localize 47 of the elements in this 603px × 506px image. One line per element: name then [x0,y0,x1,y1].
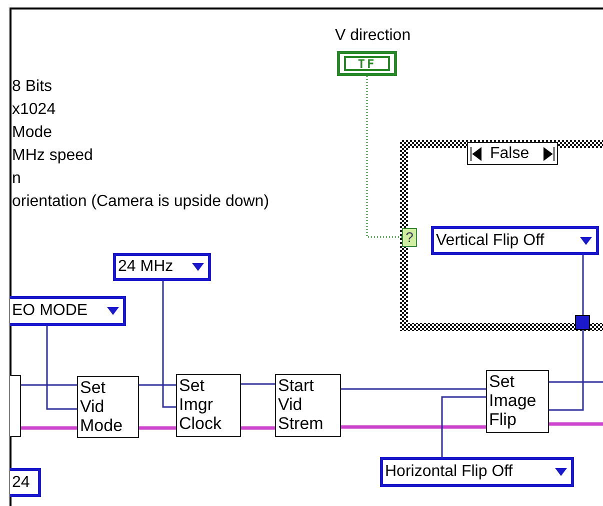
case-label: False [489,144,530,162]
data-wire [241,426,275,430]
case-structure [400,140,603,331]
comment-text: Mode [12,124,52,142]
ring-value: Vertical Flip Off [436,232,544,250]
comment-text: orientation (Camera is upside down) [12,193,270,211]
ring-constant [113,253,211,281]
comment-text: 8 Bits [12,78,52,96]
wire [549,330,584,411]
subvi-block [77,376,139,438]
dotted-wire [366,76,402,238]
boolean-terminal: TF [337,51,397,76]
subvi-block [176,374,241,437]
comment-text: x1024 [12,101,56,119]
data-wire [341,425,486,429]
subvi-label: Set Image Flip [489,372,538,430]
ring-constant [380,457,574,487]
wire [582,255,584,315]
tunnel-terminal [575,315,590,330]
subvi-block [486,370,549,433]
wire [21,384,77,386]
wire [241,383,275,385]
control-label: V direction [335,27,411,45]
ring-value: 24 [12,474,30,492]
comment-text: n [12,170,21,188]
wire [162,281,176,408]
wire [46,326,77,410]
subvi-label: Set Imgr Clock [179,376,223,434]
ring-value: EO MODE [12,302,88,320]
wire [341,388,486,390]
subvi-block [10,375,21,437]
data-wire [549,422,603,426]
subvi-label: Start Vid Strem [278,376,324,434]
ring-value: Horizontal Flip Off [385,463,513,481]
ring-constant [10,296,126,326]
wire [549,381,603,383]
subvi-label: Set Vid Mode [80,378,124,436]
ring-constant [10,468,41,497]
wire [139,384,176,386]
ring-constant [431,226,599,255]
wire [441,396,486,457]
comment-text: MHz speed [12,147,93,165]
subvi-block [275,374,341,437]
data-wire [139,426,176,430]
case-selector-terminal: ? [402,228,417,247]
data-wire [21,426,77,430]
ring-value: 24 MHz [118,258,174,276]
